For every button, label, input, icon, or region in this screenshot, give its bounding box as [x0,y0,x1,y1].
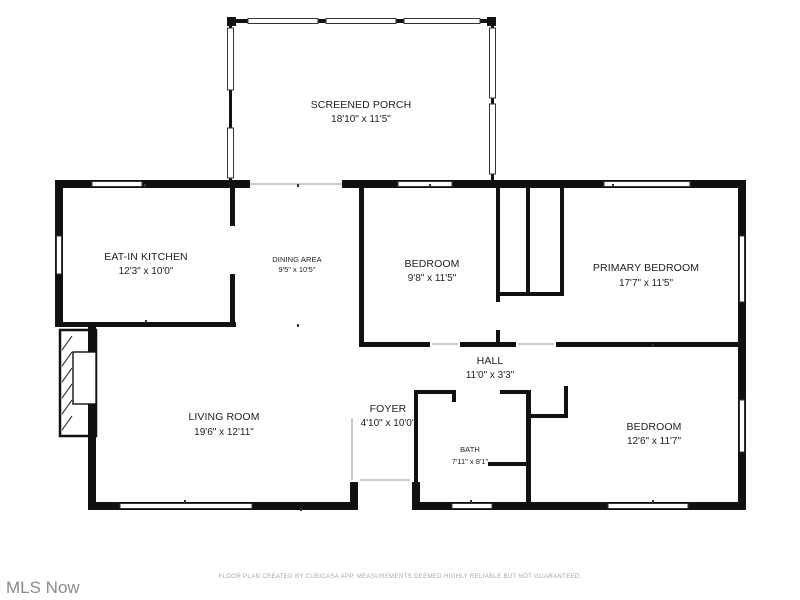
room-name-hall: HALL [477,355,504,367]
room-name-foyer: FOYER [370,403,407,415]
room-dims-eat-in-kitchen: 12'3" x 10'0" [119,266,174,277]
room-dims-bath: 7'11" x 8'1" [452,457,489,466]
wall-bedroom1-west [359,188,364,346]
room-name-screened-porch: SCREENED PORCH [311,99,412,111]
window-porch-left-1 [227,27,234,91]
window-primary-east [739,235,745,303]
hatch-line [61,335,73,351]
porch-corner-nw [227,17,236,26]
room-dims-bedroom-1: 9'8" x 11'5" [408,273,457,284]
wall-primary-west [560,186,564,296]
hatch-line [61,399,73,415]
window-bath-south [451,503,493,509]
wall-closet2-east [564,386,568,418]
window-living-south [119,503,253,509]
fireplace [58,328,98,438]
hatch-line [61,351,73,367]
window-bedroom1-north [397,181,453,187]
window-kitchen-west [56,235,62,275]
room-dims-hall: 11'0" x 3'3" [466,370,515,381]
window-porch-right-1 [489,27,496,99]
mark [145,320,147,323]
window-bedroom2-south [607,503,689,509]
room-dims-foyer: 4'10" x 10'0" [361,418,416,429]
room-name-dining-area: DINING AREA [272,255,321,264]
mls-now-watermark: MLS Now [6,578,80,597]
disclaimer-text: FLOOR PLAN CREATED BY CUBICASA APP. MEAS… [218,573,582,580]
wall-bath-door-jamb [452,390,456,402]
wall-bath-top-right [500,390,530,394]
room-name-bath: BATH [460,445,480,454]
wall-bath-west [414,390,418,510]
wall-closet2-base [526,414,568,418]
fireplace-hatching [61,335,73,431]
wall-bath-top-left [414,390,456,394]
window-bedroom2-east [739,399,745,453]
wall-bath-shelf [488,462,530,466]
porch-wall-left [229,26,232,181]
door-jambs [250,183,554,481]
mark [297,184,299,187]
wall-west-lower [88,322,96,510]
fireplace-hearth [72,351,97,405]
window-porch-top-right [403,18,481,24]
room-dims-bedroom-2: 12'6" x 11'7" [627,436,682,447]
window-porch-top-mid [325,18,397,24]
room-name-primary-bedroom: PRIMARY BEDROOM [593,262,699,274]
opening-front-door [358,496,412,510]
mark [144,184,146,187]
room-dims-dining-area: 9'5" x 10'5" [279,265,316,274]
room-name-bedroom-2: BEDROOM [627,421,682,433]
wall-south-east [412,502,746,510]
window-porch-top-left [247,18,319,24]
wall-south-foyer-left-stub [350,482,358,510]
wall-closet-inner [526,188,530,296]
wall-bath-east [526,390,531,510]
room-dims-screened-porch: 18'10" x 11'5" [331,114,391,125]
window-primary-north [603,181,691,187]
room-name-bedroom-1: BEDROOM [405,258,460,270]
mark [470,500,472,503]
room-name-living-room: LIVING ROOM [188,411,259,423]
wall-closet-divider [496,188,500,343]
mark [184,500,186,503]
opening-kitchen-dining [229,226,236,274]
wall-kitchen-south [55,322,236,327]
hatch-line [61,415,73,431]
porch-corner-ne [487,17,496,26]
mark [300,508,302,511]
mark [297,324,299,327]
room-dims-living-room: 19'6" x 12'11" [194,427,254,438]
mark [612,184,614,187]
room-name-eat-in-kitchen: EAT-IN KITCHEN [104,251,187,263]
mark [429,184,431,187]
hatch-line [61,367,73,383]
marks [144,184,654,511]
opening-primary-closet [495,302,501,330]
room-dims-primary-bedroom: 17'7" x 11'5" [619,278,674,289]
opening-hall-bedroom1 [430,341,460,348]
room-labels: SCREENED PORCH 18'10" x 11'5" EAT-IN KIT… [104,99,699,466]
hatch-line [61,383,73,399]
window-porch-right-2 [489,103,496,175]
windows [56,18,745,509]
mark [652,500,654,503]
mark [652,344,654,347]
window-kitchen-north [91,181,143,187]
window-porch-left-2 [227,127,234,179]
opening-hall-bedroom2 [516,341,556,348]
